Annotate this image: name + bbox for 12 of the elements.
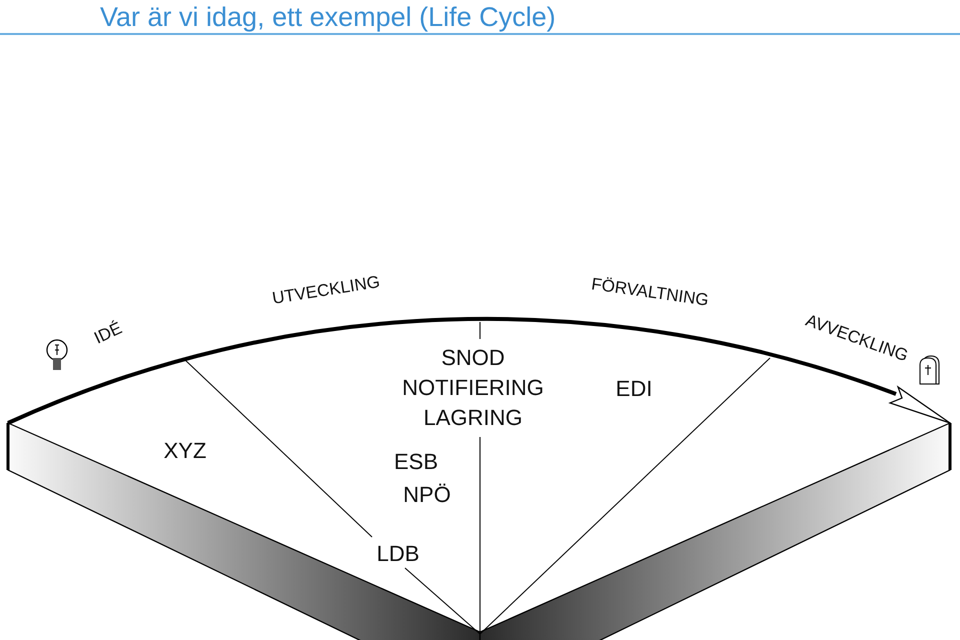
system-label: XYZ — [164, 440, 206, 462]
phase-label: IDÉ — [92, 319, 124, 347]
system-label: NOTIFIERING — [402, 377, 544, 399]
phase-label: FÖRVALTNING — [590, 275, 710, 309]
system-label: SNOD — [441, 347, 505, 369]
title: Var är vi idag, ett exempel (Life Cycle) — [100, 1, 556, 34]
system-label: LAGRING — [423, 407, 523, 429]
phase-label: UTVECKLING — [271, 273, 381, 307]
system-label: EDI — [616, 378, 652, 400]
system-label: ESB — [394, 451, 438, 473]
system-label: NPÖ — [403, 484, 451, 506]
system-label: LDB — [376, 543, 420, 565]
